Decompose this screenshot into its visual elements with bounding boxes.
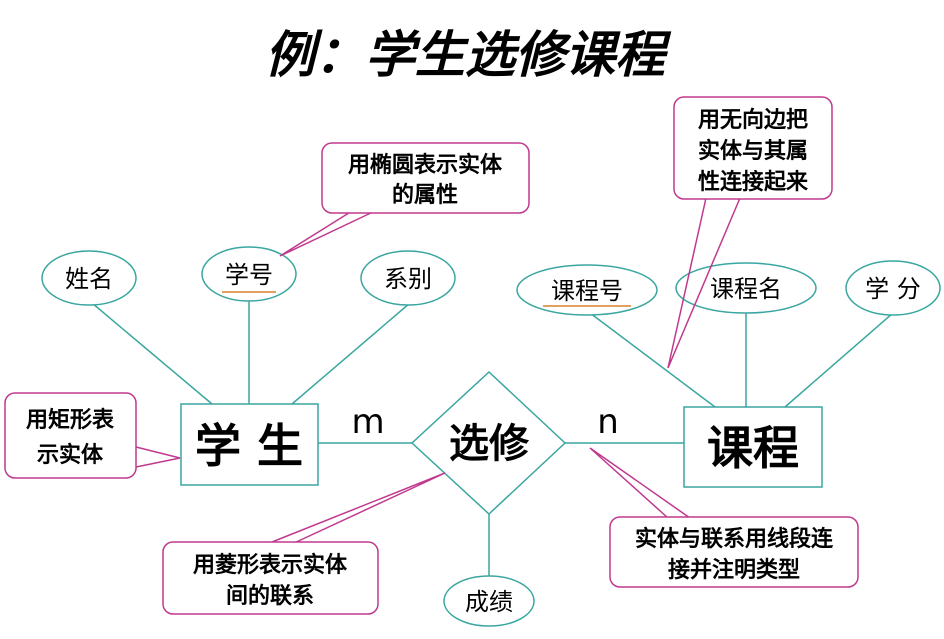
note-ellipse-line1: 用椭圆表示实体: [348, 152, 503, 178]
note-edge-line3: 性连接起来: [698, 169, 809, 195]
pointer-edge-note: [667, 197, 741, 369]
entity-student: 学 生: [180, 403, 319, 486]
attribute-student-id-ellipse: [201, 246, 297, 302]
entity-course-rect: [683, 406, 823, 488]
entity-course: 课程: [683, 406, 823, 488]
note-diamond-relationship: 用菱形表示实体 间的联系: [162, 541, 379, 615]
note-rect-line1: 用矩形表: [26, 407, 115, 433]
cardinality-m: m: [351, 402, 384, 442]
relationship-label: 选修: [449, 420, 530, 467]
attribute-course-name-ellipse: [675, 262, 817, 314]
entity-student-rect: [180, 403, 319, 486]
attribute-grade-label: 成绩: [465, 588, 513, 616]
note-rect-line2: 示实体: [37, 442, 104, 468]
attribute-course-id-label: 课程号: [551, 277, 623, 305]
pointer-ellipse-note: [279, 210, 376, 257]
note-edge-connect: 用无向边把 实体与其属 性连接起来: [673, 96, 833, 200]
relationship-diamond: [410, 370, 567, 516]
attribute-student-id-label: 学号: [225, 261, 273, 289]
attribute-grade-ellipse: [443, 575, 535, 627]
attribute-course-id-ellipse: [516, 264, 658, 316]
note-edge-line2: 实体与其属: [698, 138, 808, 164]
note-ellipse-box: [321, 142, 530, 214]
line-name-student: [91, 302, 213, 405]
entity-course-label: 课程: [707, 421, 799, 475]
attribute-grade: 成绩: [443, 575, 535, 627]
attribute-course-name: 课程名: [675, 262, 817, 314]
note-connect-type: 实体与联系用线段连 接并注明类型: [609, 516, 859, 588]
pointer-rect-note: [135, 446, 181, 468]
note-rect-box: [4, 392, 137, 479]
attribute-department: 系别: [360, 250, 456, 306]
attribute-department-ellipse: [360, 250, 456, 306]
attribute-course-id: 课程号: [516, 264, 658, 316]
attribute-name: 姓名: [41, 250, 137, 306]
pointer-connect-note: [589, 447, 691, 519]
note-connect-box: [609, 516, 859, 588]
note-ellipse-attributes: 用椭圆表示实体 的属性: [321, 142, 530, 214]
note-connect-line1: 实体与联系用线段连: [635, 526, 834, 552]
pointer-diamond-note: [266, 472, 446, 545]
attribute-course-name-label: 课程名: [710, 275, 782, 303]
note-connect-line2: 接并注明类型: [668, 557, 800, 583]
diagram-title: 例：学生选修课程: [265, 25, 672, 84]
note-rect-entity: 用矩形表 示实体: [4, 392, 137, 479]
attribute-credit-label: 学 分: [865, 275, 921, 303]
attribute-credit-ellipse: [845, 260, 941, 316]
note-diamond-line1: 用菱形表示实体: [193, 552, 348, 578]
note-edge-line1: 用无向边把: [698, 107, 808, 133]
entity-student-label: 学 生: [195, 419, 303, 473]
attribute-department-label: 系别: [384, 265, 432, 293]
callout-pointers: [135, 197, 741, 545]
attribute-name-label: 姓名: [65, 265, 113, 293]
cardinality-n: n: [597, 402, 619, 442]
attribute-name-ellipse: [41, 250, 137, 306]
note-diamond-line2: 间的联系: [226, 583, 314, 609]
note-edge-box: [673, 96, 833, 200]
line-credit-course: [784, 312, 894, 408]
relationship-enroll: 选修: [410, 370, 567, 516]
note-ellipse-line2: 的属性: [392, 182, 458, 208]
line-dept-student: [291, 302, 411, 405]
line-cid-course: [589, 312, 716, 408]
attribute-credit: 学 分: [845, 260, 941, 316]
attribute-student-id: 学号: [201, 246, 297, 302]
connection-lines: [91, 298, 894, 578]
note-diamond-box: [162, 541, 379, 615]
